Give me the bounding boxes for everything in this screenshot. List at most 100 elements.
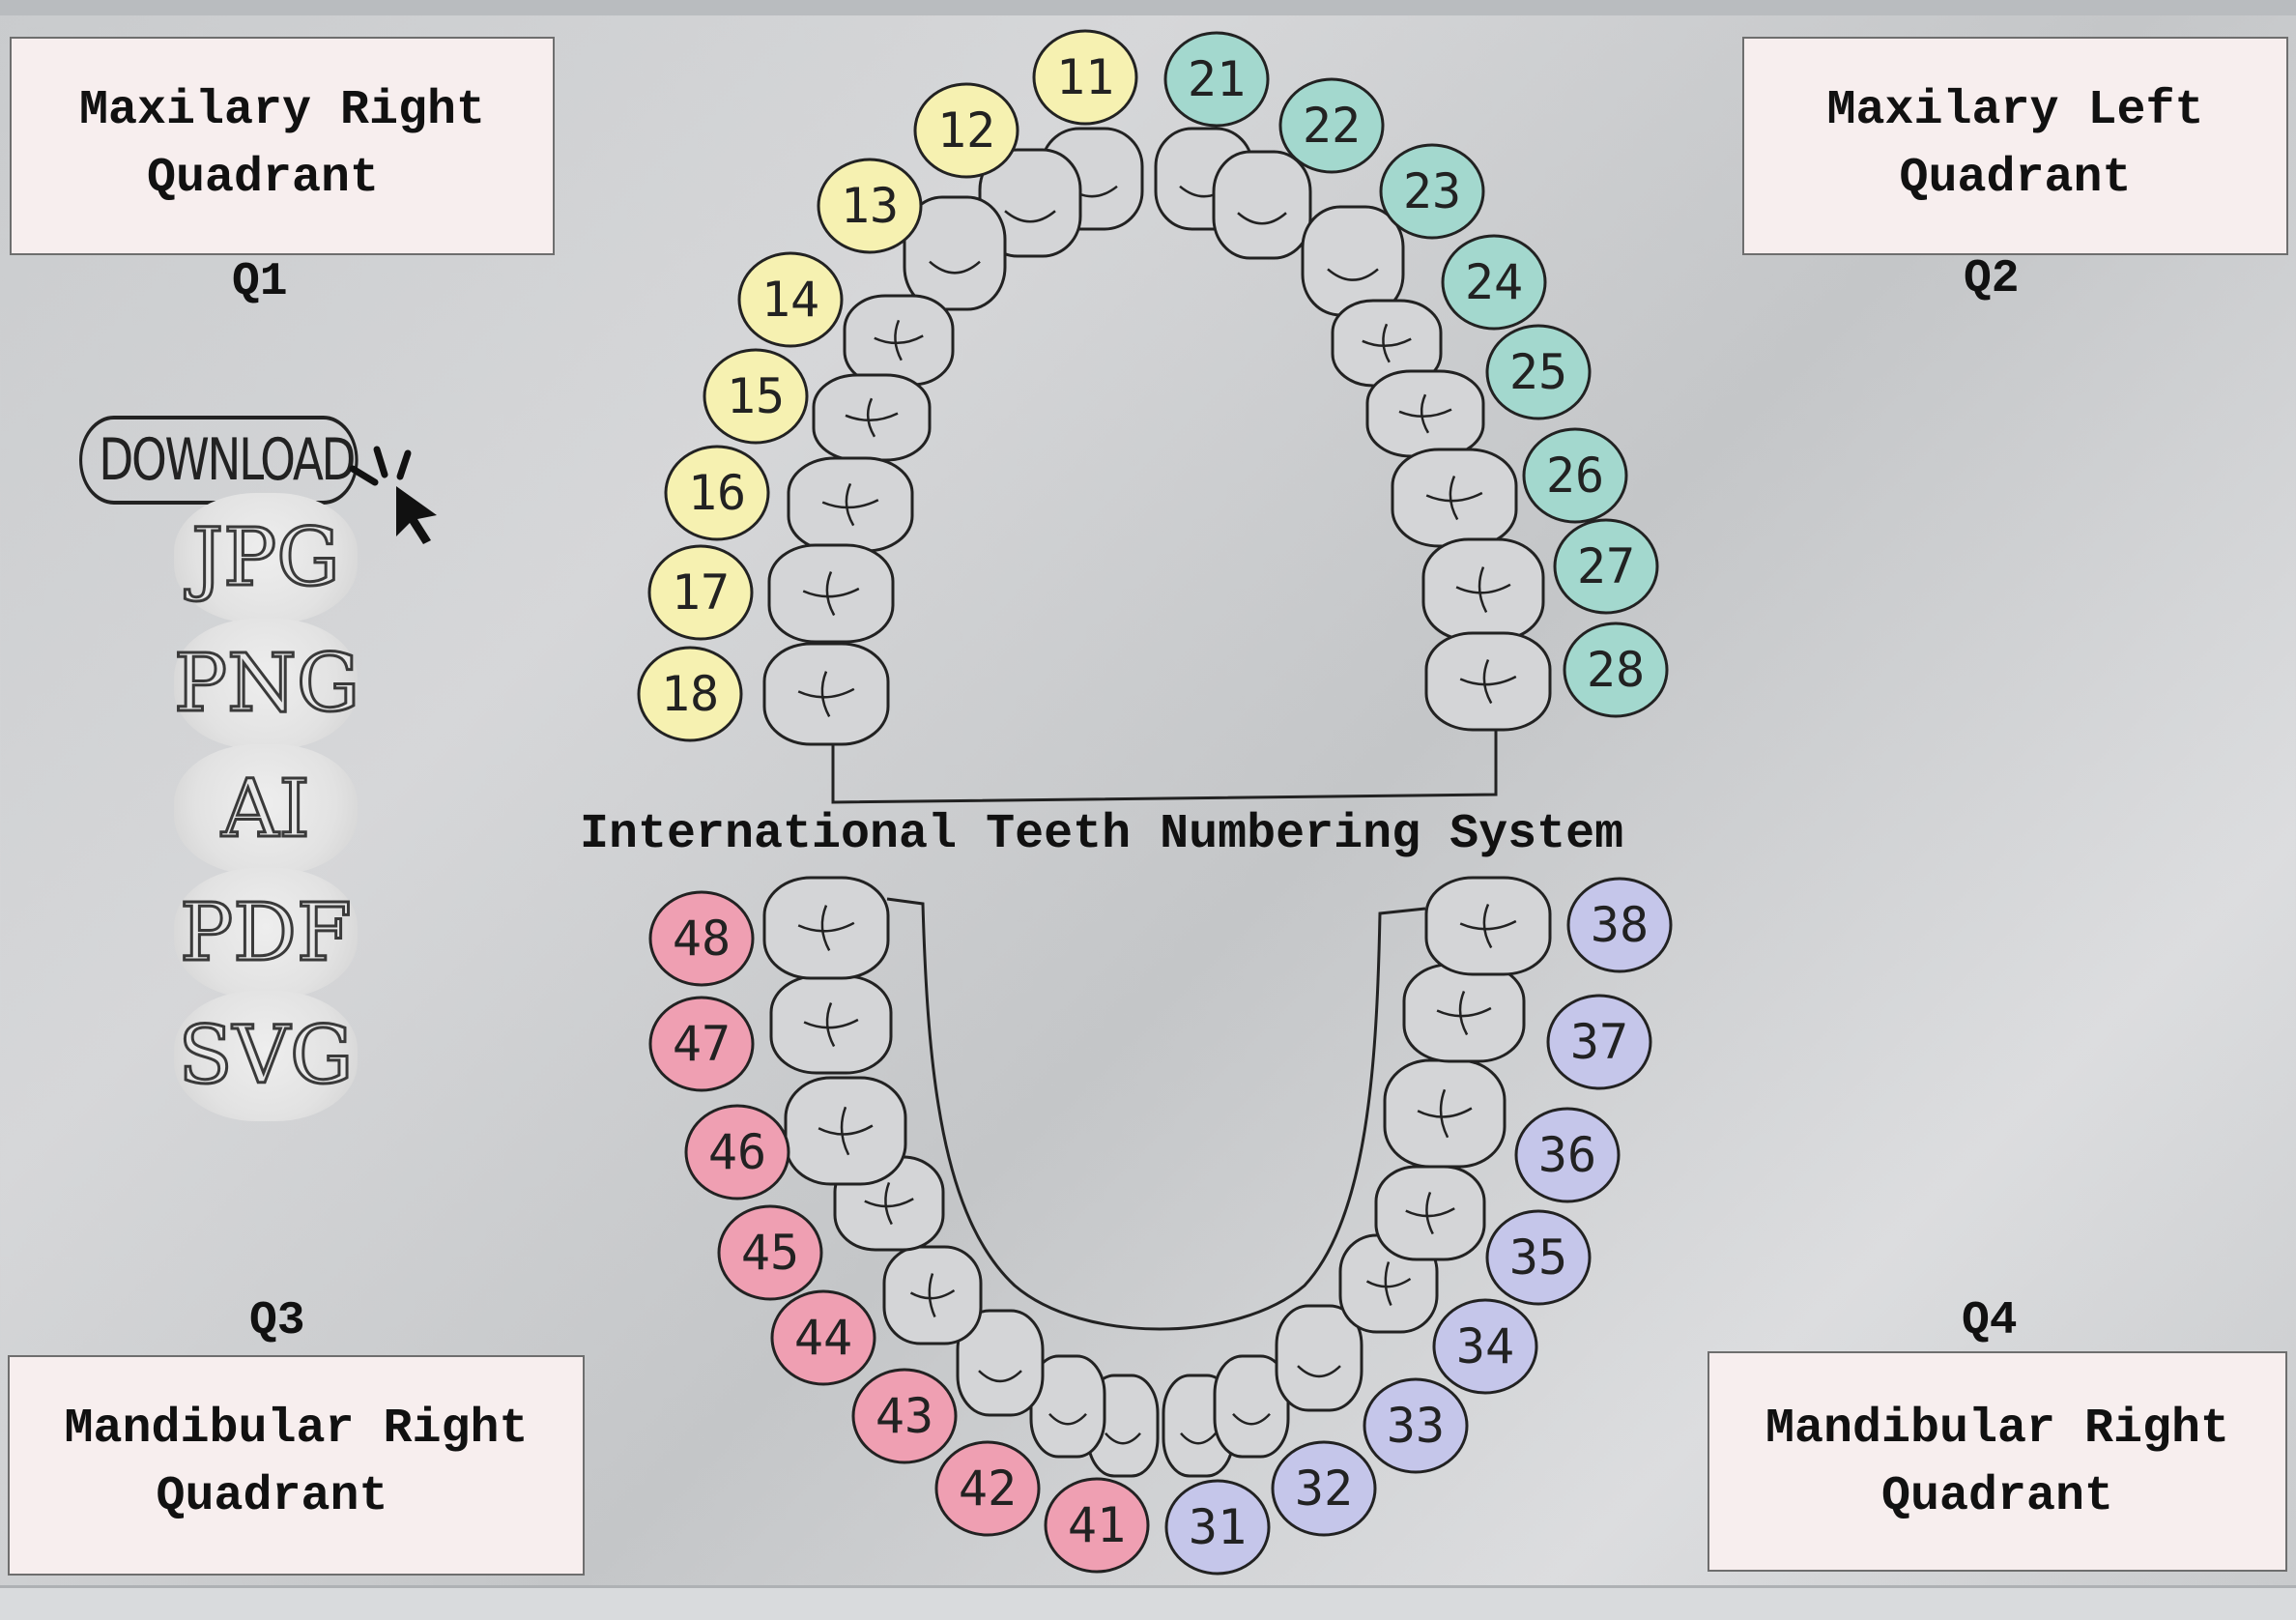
tooth-43 xyxy=(956,1309,1045,1417)
tooth-outline xyxy=(903,195,1007,311)
tooth-46 xyxy=(784,1076,907,1186)
tooth-number-badge xyxy=(817,158,923,254)
tooth-number-label: 42 xyxy=(959,1461,1017,1517)
q1-line2: Quadrant xyxy=(146,151,380,206)
tooth-number-14: 14 xyxy=(737,251,844,348)
tooth-number-label: 15 xyxy=(727,368,785,424)
tooth-number-label: 38 xyxy=(1591,897,1649,953)
format-png-button[interactable]: PNG xyxy=(173,619,361,749)
tooth-33 xyxy=(1275,1304,1363,1412)
tooth-number-label: 33 xyxy=(1387,1398,1445,1454)
tooth-number-35: 35 xyxy=(1485,1209,1592,1306)
tooth-number-32: 32 xyxy=(1271,1440,1377,1537)
tooth-number-12: 12 xyxy=(913,82,1019,179)
tooth-15 xyxy=(812,373,932,462)
tooth-47 xyxy=(769,974,893,1075)
tooth-outline xyxy=(769,974,893,1075)
tooth-number-34: 34 xyxy=(1432,1298,1538,1395)
tooth-number-badge xyxy=(934,1440,1041,1537)
tooth-number-23: 23 xyxy=(1379,143,1485,240)
tooth-outline xyxy=(956,1309,1045,1417)
tooth-number-15: 15 xyxy=(703,348,809,445)
tooth-number-badge xyxy=(1485,1209,1592,1306)
tooth-outline xyxy=(1424,876,1552,976)
tooth-number-label: 27 xyxy=(1577,538,1635,594)
tooth-number-label: 26 xyxy=(1546,448,1604,504)
format-jpg-button[interactable]: JPG xyxy=(174,493,358,623)
tooth-number-label: 11 xyxy=(1056,49,1114,105)
tooth-number-label: 44 xyxy=(794,1310,852,1366)
tooth-number-13: 13 xyxy=(817,158,923,254)
tooth-32 xyxy=(1213,1354,1290,1459)
tooth-35 xyxy=(1374,1165,1486,1261)
tooth-number-badge xyxy=(647,544,754,641)
tooth-number-21: 21 xyxy=(1163,31,1270,128)
tooth-number-badge xyxy=(703,348,809,445)
tooth-number-badge xyxy=(1553,518,1659,615)
tooth-13 xyxy=(903,195,1007,311)
tooth-48 xyxy=(762,876,890,980)
tooth-number-label: 14 xyxy=(761,272,819,328)
tooth-groove xyxy=(864,1181,914,1226)
tooth-36 xyxy=(1383,1058,1507,1169)
tooth-groove xyxy=(1180,1432,1217,1445)
tooth-outline xyxy=(1275,1304,1363,1412)
tooth-groove xyxy=(1365,1261,1412,1307)
tooth-number-label: 18 xyxy=(661,666,719,722)
lower-arch-line xyxy=(886,897,1426,1331)
tooth-number-27: 27 xyxy=(1553,518,1659,615)
tooth-groove xyxy=(1362,323,1412,363)
tooth-number-badge xyxy=(1164,1479,1271,1576)
tooth-number-badge xyxy=(717,1204,823,1301)
q3-line2: Quadrant xyxy=(156,1469,388,1524)
tooth-number-48: 48 xyxy=(648,890,755,987)
tooth-number-37: 37 xyxy=(1546,994,1652,1090)
tooth-outline xyxy=(1213,1354,1290,1459)
download-button[interactable]: DOWNLOAD xyxy=(79,416,359,505)
tooth-number-badge xyxy=(1485,324,1592,420)
tooth-number-label: 36 xyxy=(1538,1127,1596,1183)
tooth-groove xyxy=(1459,904,1517,949)
format-pdf-button[interactable]: PDF xyxy=(174,868,358,998)
tooth-number-label: 28 xyxy=(1587,642,1645,698)
quadrant-box-q2: Maxilary Left Quadrant xyxy=(1742,37,2288,255)
tooth-number-badge xyxy=(1379,143,1485,240)
tooth-number-label: 22 xyxy=(1303,98,1361,154)
tooth-number-42: 42 xyxy=(934,1440,1041,1537)
tooth-groove xyxy=(821,482,879,527)
tooth-number-25: 25 xyxy=(1485,324,1592,420)
format-svg-button[interactable]: SVG xyxy=(174,991,358,1121)
tooth-groove xyxy=(1436,991,1492,1036)
tooth-groove xyxy=(1398,393,1452,434)
upper-arch-line xyxy=(831,727,1498,804)
tooth-outline xyxy=(1424,631,1552,732)
tooth-groove xyxy=(1455,566,1511,613)
tooth-groove xyxy=(1048,1412,1087,1426)
tooth-groove xyxy=(1417,1088,1473,1139)
tooth-outline xyxy=(843,294,955,387)
tooth-number-label: 35 xyxy=(1509,1229,1567,1286)
tooth-groove xyxy=(797,671,855,717)
tooth-number-16: 16 xyxy=(664,445,770,541)
tooth-groove xyxy=(797,905,855,951)
tooth-number-badge xyxy=(684,1104,790,1201)
q2-line2: Quadrant xyxy=(1899,151,2132,206)
tooth-number-18: 18 xyxy=(637,646,743,742)
q1-line1: Maxilary Right xyxy=(78,83,486,138)
quadrant-box-q3: Mandibular Right Quadrant xyxy=(8,1355,585,1576)
tooth-number-label: 23 xyxy=(1403,163,1461,219)
tooth-number-label: 21 xyxy=(1188,51,1246,107)
tooth-number-badge xyxy=(737,251,844,348)
tooth-outline xyxy=(1383,1058,1507,1169)
tooth-outline xyxy=(787,456,914,553)
tooth-groove xyxy=(1105,1432,1141,1445)
tooth-number-badge xyxy=(1163,31,1270,128)
tooth-number-31: 31 xyxy=(1164,1479,1271,1576)
tooth-number-43: 43 xyxy=(851,1368,958,1464)
tooth-27 xyxy=(1421,537,1545,642)
tooth-number-badge xyxy=(1522,427,1628,524)
q2-label: Q2 xyxy=(1964,253,2020,305)
format-ai-button[interactable]: AI xyxy=(174,744,358,875)
tooth-number-47: 47 xyxy=(648,996,755,1092)
tooth-number-11: 11 xyxy=(1032,29,1138,126)
